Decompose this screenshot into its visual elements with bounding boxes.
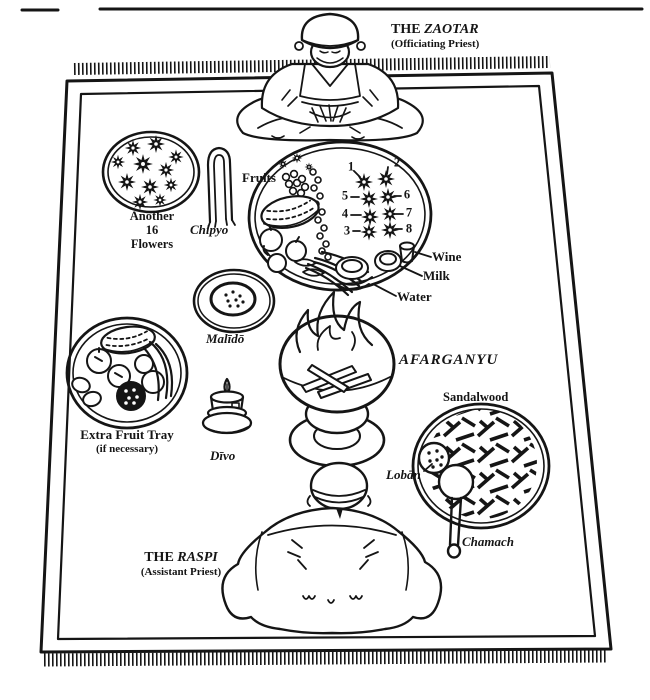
numbered-flower-grid [351,166,403,245]
afarganyu-fire-vessel [278,290,396,468]
fire-logs [301,364,372,399]
chipyo-tongs [206,146,236,229]
malido-bowl [192,268,276,334]
flower-number-7: 7 [405,205,413,220]
raspi-label: THE RASPI (Assistant Priest) [122,550,240,578]
zaotar-figure [236,12,424,142]
water-bowl [333,256,373,291]
fruits-label: Fruits [242,170,276,185]
extra-fruit-tray [65,316,189,430]
grape-cluster [116,381,146,411]
milk-label: Milk [423,268,450,283]
afarganyu-label: AFARGANYU [399,352,499,368]
zaotar-label: THE ZAOTAR (Officiating Priest) [391,22,479,50]
flower-plate-label: Another 16 Flowers [129,209,175,251]
carpet-fringe-bottom [43,649,609,667]
sandalwood-label: Sandalwood [443,390,509,404]
zaotar-subtitle: (Officiating Priest) [391,37,480,50]
chipyo-label: Chipyo [190,222,229,237]
raspi-title-name: RASPI [177,550,218,565]
flower-plate [101,130,201,214]
divo-label: Dīvo [210,448,236,463]
flower-number-5: 5 [341,188,349,203]
loban-ball [417,441,451,475]
raspi-figure [221,461,443,635]
raspi-subtitle: (Assistant Priest) [140,565,222,578]
page-top-rule [20,7,644,12]
zaotar-title-name: ZAOTAR [424,22,479,37]
flower-number-1: 1 [347,159,355,174]
divo-lamp [201,377,253,435]
beverage-leader-lines [372,251,432,297]
chamach-spoon [437,463,475,559]
loban-leader-line [423,463,433,472]
melon-slice [260,195,320,229]
milk-bowl [374,250,402,272]
bananas-2 [142,340,174,402]
extra-fruit-tray-label: Extra Fruit Tray (if necessary) [80,427,174,455]
flower-number-8: 8 [405,221,413,236]
water-label: Water [397,289,432,304]
round-fruits [259,224,307,273]
beverage-cups [333,241,432,297]
flower-number-6: 6 [403,187,411,202]
number-ticks [350,166,404,232]
wine-label: Wine [432,249,462,264]
malido-label: Malīdō [206,331,245,346]
carpet-outer-border [39,71,613,654]
flower-number-4: 4 [341,206,349,221]
chamach-label: Chamach [462,534,515,549]
loban-label: Lobān [386,467,421,482]
sandalwood-tray [411,402,551,559]
carpet-fringe-top [73,56,551,75]
fruit-tray-contents [259,149,404,297]
wine-cup [399,241,415,264]
zaotar-title-prefix: THE [391,22,425,37]
raspi-title-prefix: THE [144,550,178,565]
flower-number-2: 2 [393,155,401,170]
flames [295,290,374,354]
flower-number-3: 3 [343,223,351,238]
